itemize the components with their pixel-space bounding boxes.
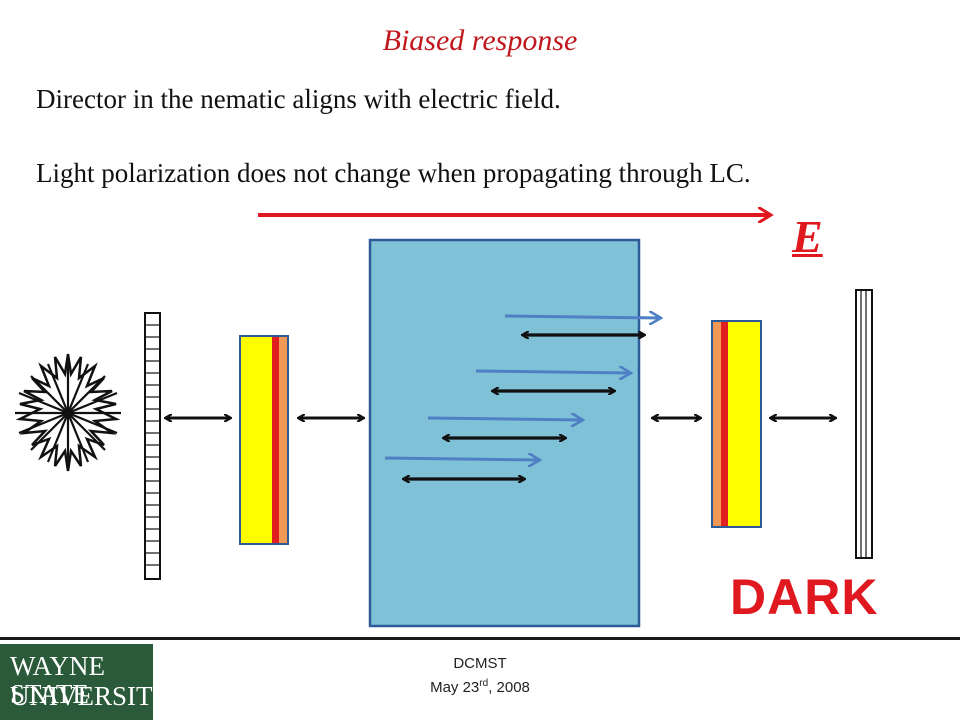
footer-divider (0, 637, 960, 640)
footer-org: DCMST (453, 655, 507, 672)
light-ray-1 (504, 316, 660, 318)
footer-info: DCMST May 23rd, 2008 (383, 654, 577, 698)
footer-date-year: , 2008 (488, 679, 530, 696)
light-ray-4 (384, 458, 539, 460)
footer-date: May 23rd, 2008 (383, 674, 577, 698)
footer-date-sup: rd (479, 678, 489, 689)
light-ray-3 (427, 418, 582, 420)
footer-date-main: May 23 (430, 679, 480, 696)
result-dark-label: DARK (730, 569, 879, 625)
light-ray-2 (475, 371, 630, 373)
statement-polarization-unchanged: Light polarization does not change when … (36, 158, 751, 188)
left-glass-plate (239, 335, 289, 545)
starburst-light-source-icon (15, 353, 121, 472)
right-glass-plate (711, 320, 762, 528)
liquid-crystal-cell (368, 238, 641, 628)
output-analyzer (855, 289, 873, 559)
input-polarizer (144, 312, 161, 580)
logo-line-1: WAYNE STATE (10, 651, 106, 709)
logo-line-2: UNIVERSITY (10, 681, 172, 711)
statement-director-aligns: Director in the nematic aligns with elec… (36, 84, 561, 114)
slide-title: Biased response (382, 24, 578, 57)
wayne-state-logo: WAYNE STATE UNIVERSITY (0, 644, 172, 720)
electric-field-label: E (792, 211, 823, 262)
